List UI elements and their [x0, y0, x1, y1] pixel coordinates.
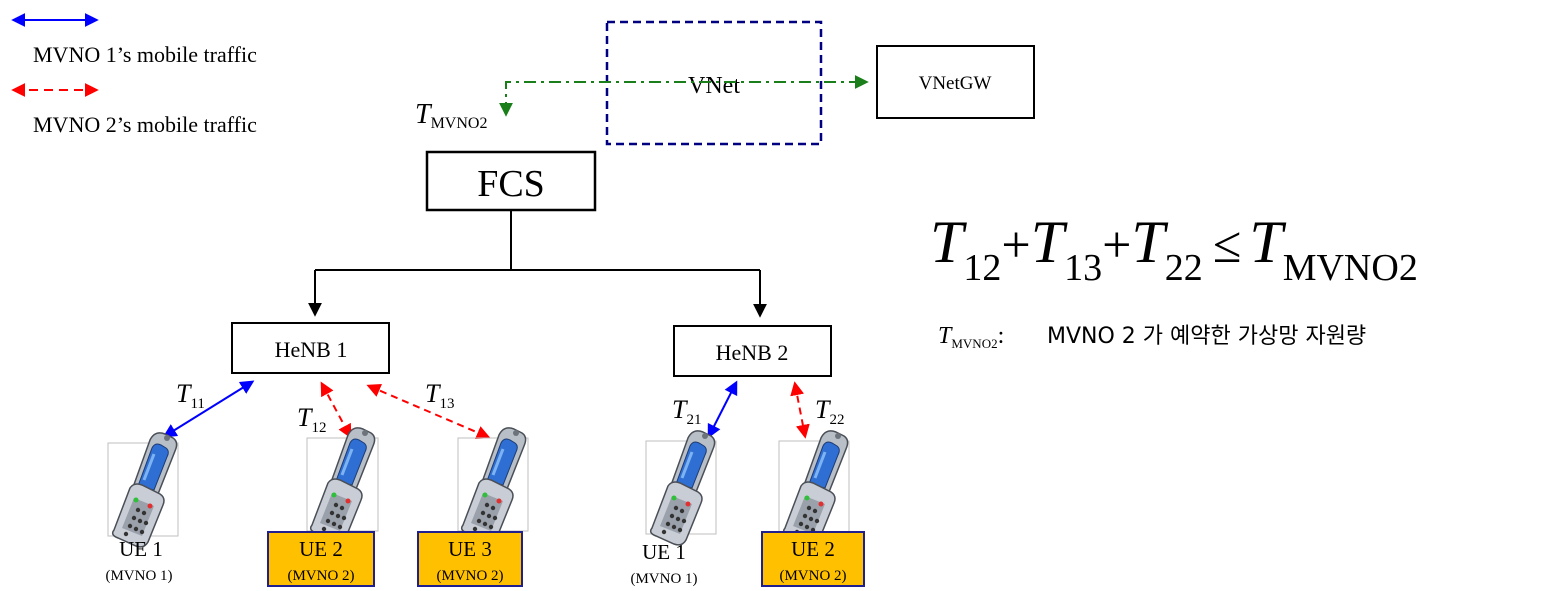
vnet-link-arrow: [499, 75, 869, 117]
ue-name: UE 1: [642, 540, 686, 564]
ue-name: UE 2: [791, 537, 835, 561]
legend: MVNO 1’s mobile traffic MVNO 2’s mobile …: [11, 13, 257, 137]
phone-icon: [111, 431, 179, 549]
ue-operator: (MVNO 1): [105, 568, 172, 584]
ue-name: UE 1: [119, 537, 163, 561]
ue-operator: (MVNO 2): [436, 568, 503, 584]
ue2-mvno2-right: UE 2 (MVNO 2): [761, 429, 865, 587]
t-mvno2-label: TMVNO2: [415, 99, 487, 132]
link-t22-arrow: [790, 381, 810, 439]
ue-operator: (MVNO 2): [779, 568, 846, 584]
vnetgw-label: VNetGW: [919, 73, 992, 94]
t12-label: T12: [297, 403, 326, 436]
fcs-tree-links: [308, 210, 767, 318]
ue-name: UE 3: [448, 537, 492, 561]
link-t21-arrow: [707, 380, 738, 439]
henb2-label: HeNB 2: [716, 340, 789, 365]
phone-icon: [460, 426, 528, 544]
phone-icon: [782, 429, 850, 547]
ue-highlight-box: [267, 531, 375, 587]
link-t11-arrow: [162, 380, 255, 438]
ue-operator: (MVNO 2): [287, 568, 354, 584]
constraint-formula: T12+T13+T22≤TMVNO2: [930, 209, 1418, 289]
t-mvno2-definition-text: MVNO 2 가 예약한 가상망 자원량: [1047, 324, 1366, 349]
ue-highlight-box: [417, 531, 523, 587]
t21-label: T21: [672, 395, 701, 428]
ue2-mvno2-left: UE 2 (MVNO 2): [267, 426, 379, 587]
ue3-mvno2: UE 3 (MVNO 2): [417, 426, 529, 587]
vnet-label: VNet: [688, 73, 740, 99]
henb2-box: [673, 325, 832, 377]
t13-label: T13: [425, 379, 454, 412]
phone-icon: [309, 426, 377, 544]
legend-mvno1-label: MVNO 1’s mobile traffic: [33, 42, 257, 67]
ue-highlight-box: [761, 531, 865, 587]
ue1-mvno1-left: UE 1 (MVNO 1): [105, 431, 179, 584]
fcs-label: FCS: [477, 163, 545, 205]
phone-icon: [649, 429, 717, 547]
t-mvno2-definition: TMVNO2:: [938, 323, 1004, 351]
henb1-box: [231, 322, 390, 374]
ue1-mvno1-right: UE 1 (MVNO 1): [630, 429, 717, 587]
henb1-label: HeNB 1: [275, 337, 348, 362]
t11-label: T11: [176, 379, 205, 412]
ue-operator: (MVNO 1): [630, 571, 697, 587]
link-t13-arrow: [366, 383, 491, 440]
legend-mvno2-label: MVNO 2’s mobile traffic: [33, 112, 257, 137]
link-t12-arrow: [320, 381, 352, 439]
vnetgw-box: [876, 45, 1035, 119]
ue-name: UE 2: [299, 537, 343, 561]
t22-label: T22: [815, 395, 844, 428]
